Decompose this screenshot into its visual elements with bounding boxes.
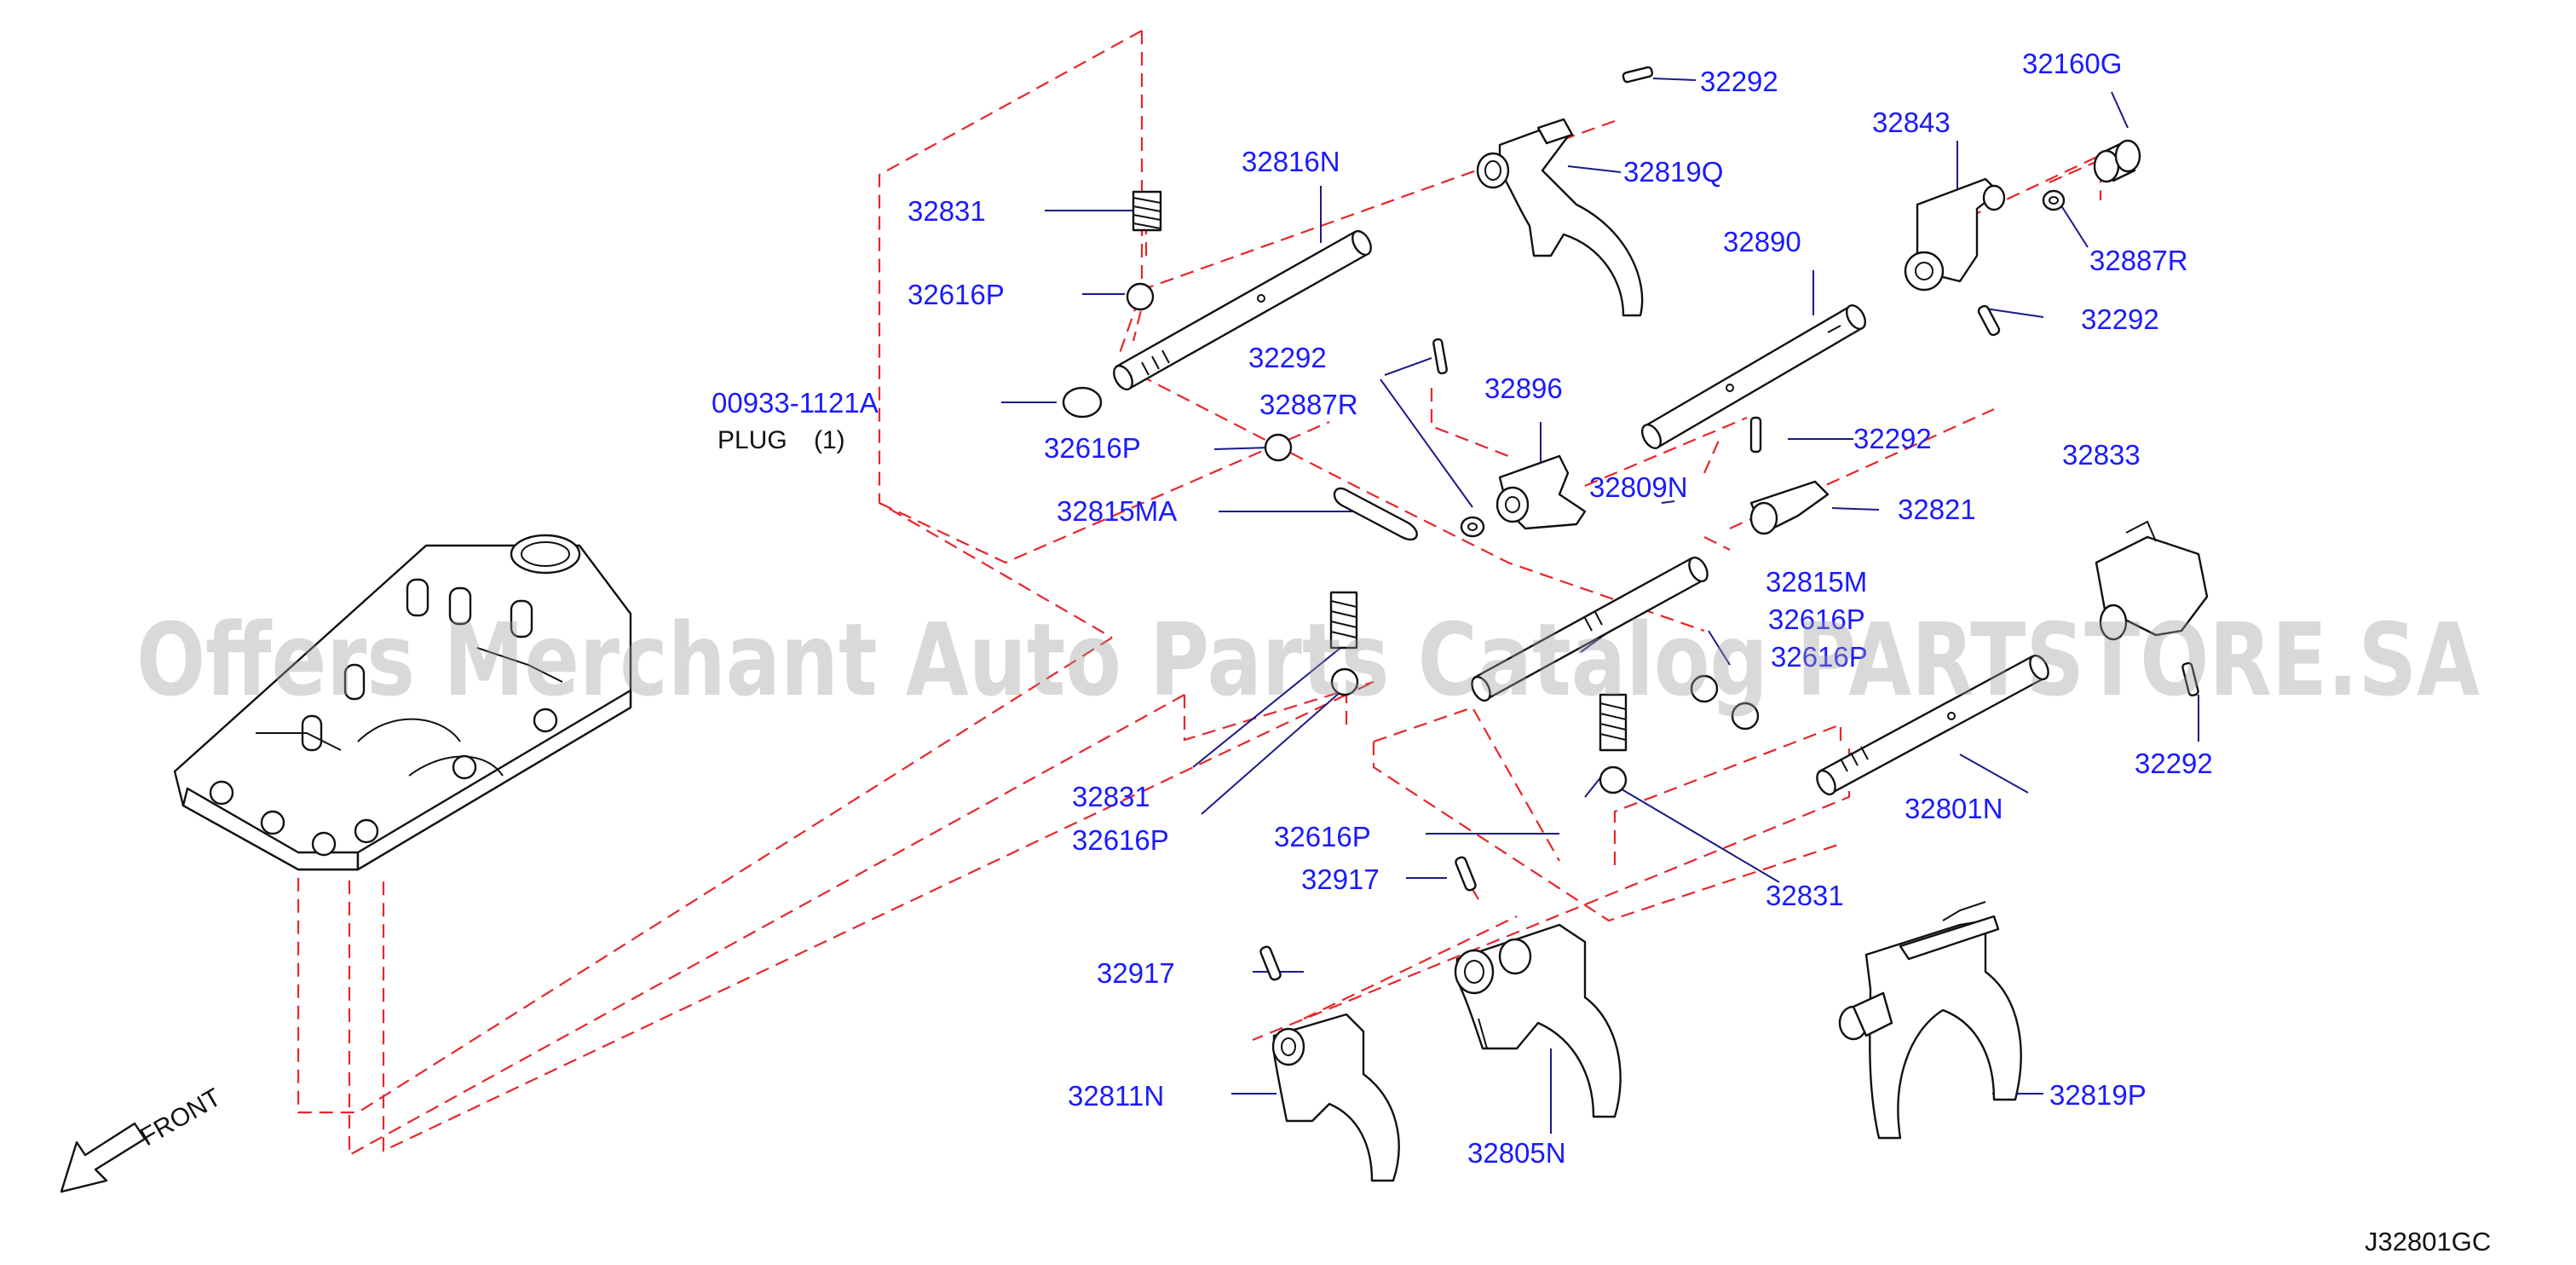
- washer-32887r-top: [2042, 189, 2066, 211]
- ball-32616p-right: [1731, 702, 1760, 731]
- ball-32616p-center: [1690, 674, 1719, 703]
- label-32616p-center: 32616P: [1768, 604, 1865, 635]
- label-32292-top: 32292: [1700, 66, 1778, 97]
- part-labels: 32292 32160G 32843 32816N 32819Q 32831 3…: [135, 48, 2491, 1256]
- label-32816n: 32816N: [1242, 146, 1340, 177]
- label-32811n: 32811N: [1068, 1080, 1164, 1112]
- label-32805n: 32805N: [1467, 1137, 1566, 1169]
- pin-32917-upper: [1455, 856, 1477, 892]
- bracket-32843: [1904, 177, 2006, 292]
- ball-32616p-lower: [1599, 765, 1628, 794]
- label-front: FRONT: [135, 1083, 226, 1152]
- valve-body-housing: [173, 534, 632, 871]
- spring-32831-top: [1132, 190, 1162, 232]
- label-32843: 32843: [1872, 107, 1951, 138]
- shift-fork-32805n: [1454, 923, 1622, 1118]
- shift-rod-32890: [1640, 304, 1867, 449]
- watermark-text: Offers Merchant Auto Parts Catalog PARTS…: [136, 601, 2480, 719]
- label-32616p-mid: 32616P: [1044, 432, 1141, 464]
- washer-32887r-mid: [1460, 516, 1485, 538]
- label-32616p-right: 32616P: [1771, 641, 1868, 673]
- label-32292-right: 32292: [2081, 303, 2159, 335]
- diagram-code: J32801GC: [2365, 1227, 2491, 1256]
- label-32819p: 32819P: [2049, 1079, 2147, 1111]
- label-32809n: 32809N: [1589, 471, 1688, 503]
- ball-32616p-left: [1330, 667, 1359, 696]
- label-32887r-mid: 32887R: [1259, 389, 1358, 420]
- label-32292-far-right: 32292: [2135, 748, 2213, 779]
- pin-32815ma: [1333, 487, 1418, 541]
- ball-32616p-mid: [1264, 433, 1293, 462]
- label-32887r-top: 32887R: [2089, 245, 2188, 276]
- label-32890: 32890: [1723, 226, 1801, 257]
- label-plug-qty: (1): [814, 426, 845, 454]
- spring-32831-lower: [1599, 693, 1628, 752]
- pin-32292-right: [1977, 304, 2001, 337]
- lever-32896: [1495, 454, 1587, 530]
- plug-00933: [1062, 386, 1103, 419]
- bracket-32833: [2095, 520, 2209, 641]
- label-32917-lower: 32917: [1097, 957, 1175, 989]
- label-32160g: 32160G: [2022, 48, 2122, 79]
- label-32831-mid: 32831: [1072, 781, 1150, 812]
- label-32616p-lower: 32616P: [1274, 821, 1371, 852]
- shift-fork-32819p: [1838, 901, 2022, 1140]
- label-32833: 32833: [2062, 439, 2141, 471]
- leader-lines: [1001, 78, 2199, 1134]
- label-32616p-left: 32616P: [1072, 824, 1169, 856]
- front-arrow-icon: [60, 1122, 147, 1193]
- lever-32821: [1749, 480, 1830, 535]
- label-32821: 32821: [1898, 494, 1976, 525]
- label-32831-top: 32831: [908, 195, 986, 227]
- label-32815m: 32815M: [1766, 566, 1867, 598]
- shift-fork-32811n: [1271, 1013, 1400, 1182]
- label-32292-mid-right: 32292: [1853, 423, 1932, 454]
- label-32292-mid: 32292: [1248, 342, 1327, 373]
- label-32917-upper: 32917: [1301, 864, 1380, 895]
- pin-32292-far-right: [2181, 661, 2199, 696]
- bushing-32160g: [2093, 139, 2141, 183]
- label-32815ma: 32815MA: [1057, 495, 1177, 527]
- pin-32292-mid: [1432, 338, 1448, 375]
- label-32896: 32896: [1484, 373, 1563, 404]
- label-32616p-top: 32616P: [908, 279, 1005, 310]
- shift-rod-32801n: [1816, 654, 2049, 796]
- label-00933-1121a: 00933-1121A: [712, 387, 879, 419]
- shift-fork-32819q: [1476, 118, 1644, 317]
- label-32831-lower: 32831: [1766, 880, 1844, 911]
- label-32819q: 32819Q: [1623, 156, 1723, 188]
- spring-32831-mid: [1329, 591, 1358, 650]
- pin-32917-lower: [1259, 945, 1282, 981]
- ball-32616p-top: [1126, 282, 1155, 311]
- shift-rod-32809n: [1471, 556, 1709, 702]
- pin-32292-mid-right: [1749, 416, 1762, 453]
- label-32801n: 32801N: [1905, 793, 2003, 824]
- label-plug: PLUG: [717, 426, 787, 454]
- pin-32292-top: [1622, 66, 1654, 84]
- shift-rod-32816n: [1113, 229, 1372, 391]
